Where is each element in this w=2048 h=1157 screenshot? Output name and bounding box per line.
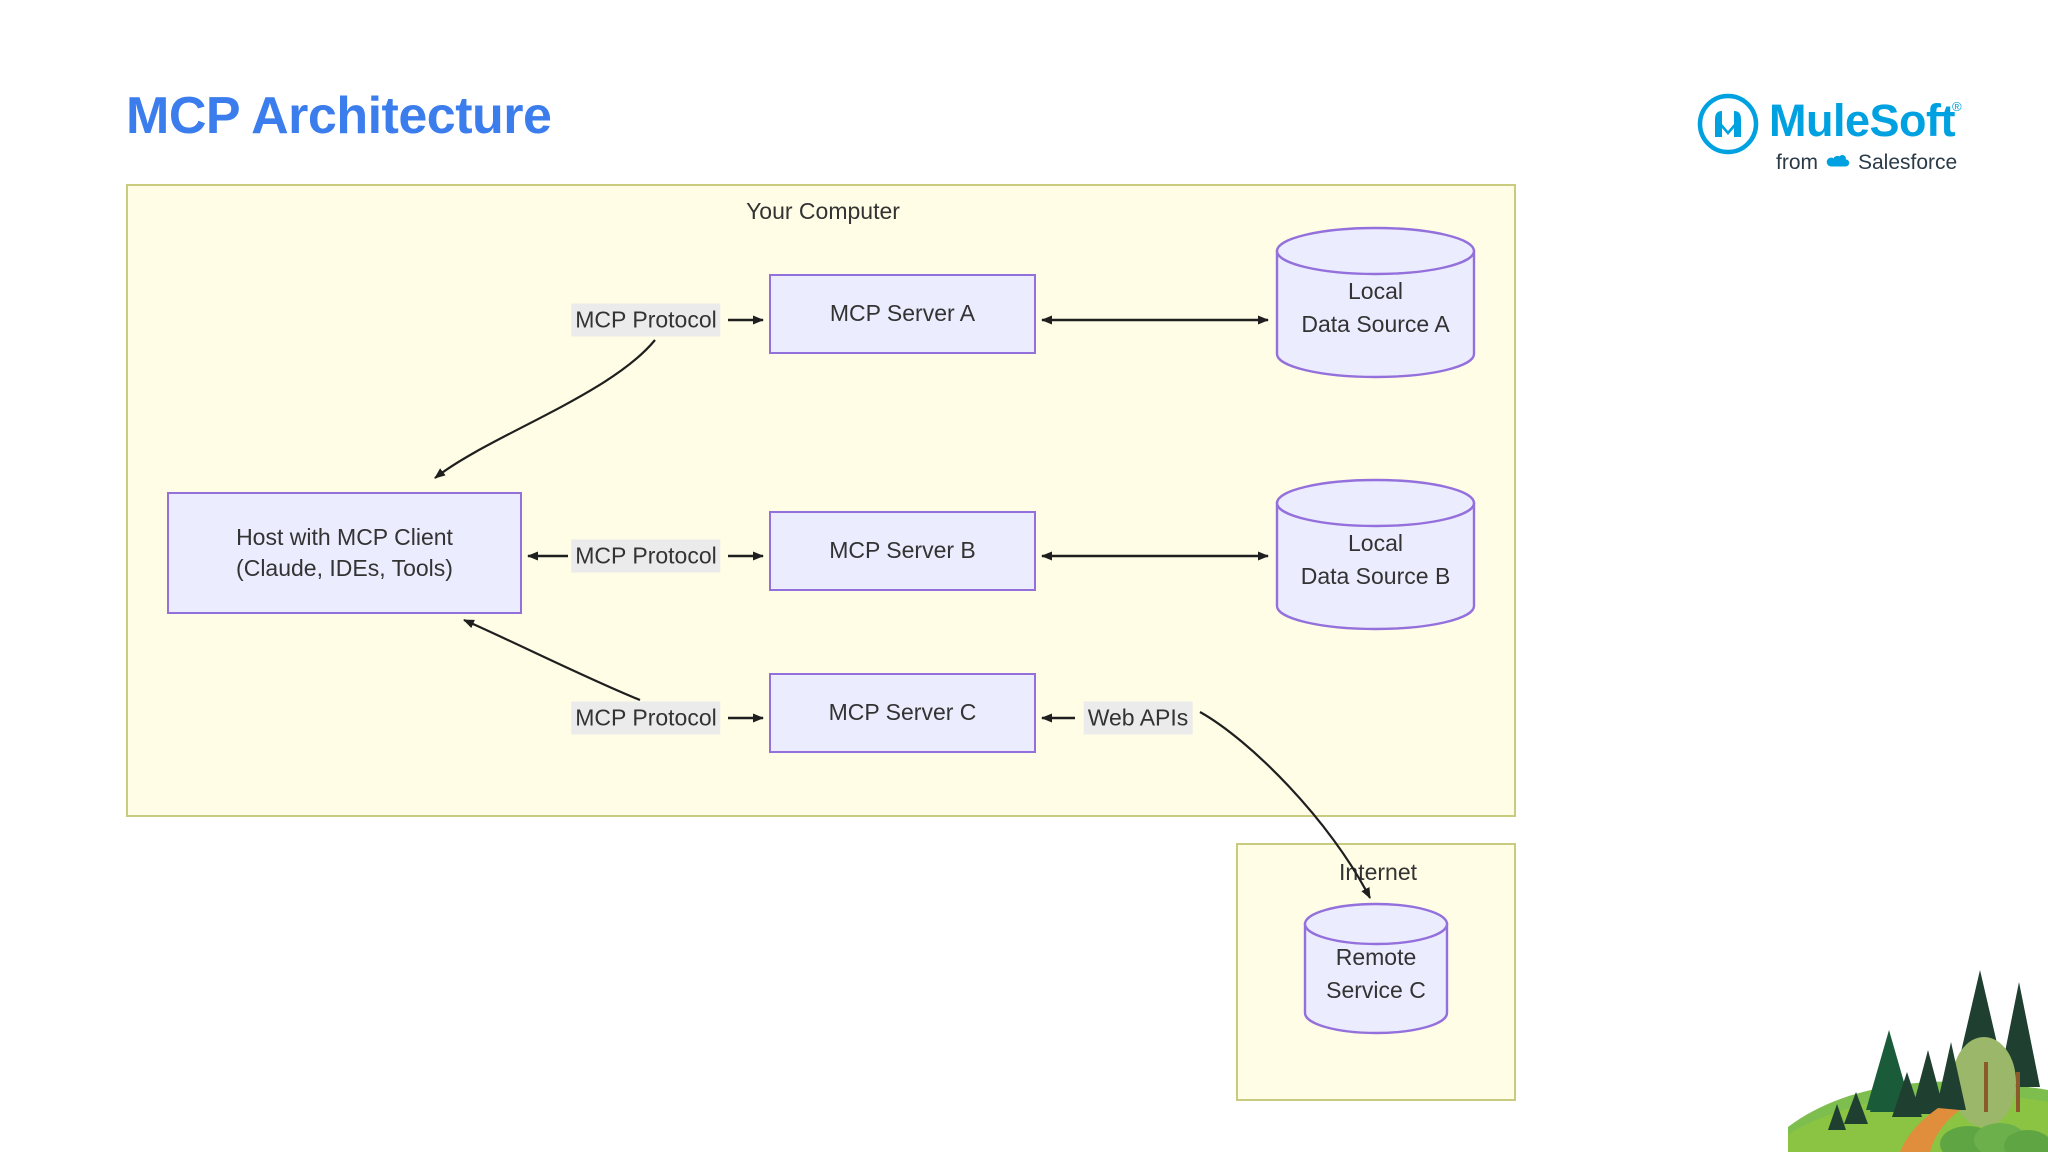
node-mcp-server-c[interactable]: MCP Server C [769, 673, 1036, 753]
node-local-data-source-a[interactable]: Local Data Source A [1274, 225, 1477, 380]
mulesoft-m-icon [1697, 93, 1759, 155]
edge-label-mcp-protocol-b: MCP Protocol [571, 539, 721, 573]
edge-label-mcp-protocol-a: MCP Protocol [571, 303, 721, 337]
tagline-company: Salesforce [1858, 151, 1958, 174]
cluster-label-internet: Internet [1339, 859, 1417, 885]
forest-hill-illustration [1788, 922, 2048, 1157]
edge-label-mcp-protocol-c: MCP Protocol [571, 701, 721, 735]
tagline-prefix: from [1776, 151, 1818, 174]
page-title: MCP Architecture [126, 87, 552, 145]
node-remote-service-c[interactable]: Remote Service C [1302, 902, 1450, 1035]
salesforce-cloud-icon [1823, 153, 1853, 173]
node-server-b-label: MCP Server B [829, 537, 976, 564]
node-mcp-server-b[interactable]: MCP Server B [769, 511, 1036, 591]
cluster-label-your-computer: Your Computer [746, 198, 900, 224]
brand-tagline: from Salesforce [1776, 151, 1957, 175]
mulesoft-wordmark: MuleSoft [1769, 95, 1955, 146]
edge-label-web-apis: Web APIs [1083, 701, 1193, 735]
node-host-with-mcp-client[interactable]: Host with MCP Client (Claude, IDEs, Tool… [167, 492, 522, 614]
node-local-data-source-b[interactable]: Local Data Source B [1274, 477, 1477, 632]
node-host-line-1: Host with MCP Client [236, 523, 453, 550]
node-host-line-2: (Claude, IDEs, Tools) [236, 555, 453, 581]
node-mcp-server-a[interactable]: MCP Server A [769, 274, 1036, 354]
node-server-a-label: MCP Server A [829, 300, 976, 327]
node-server-c-label: MCP Server C [828, 699, 977, 726]
mulesoft-logo: MuleSoft ® from Salesforce [1697, 93, 1967, 193]
registered-mark: ® [1952, 99, 1962, 114]
